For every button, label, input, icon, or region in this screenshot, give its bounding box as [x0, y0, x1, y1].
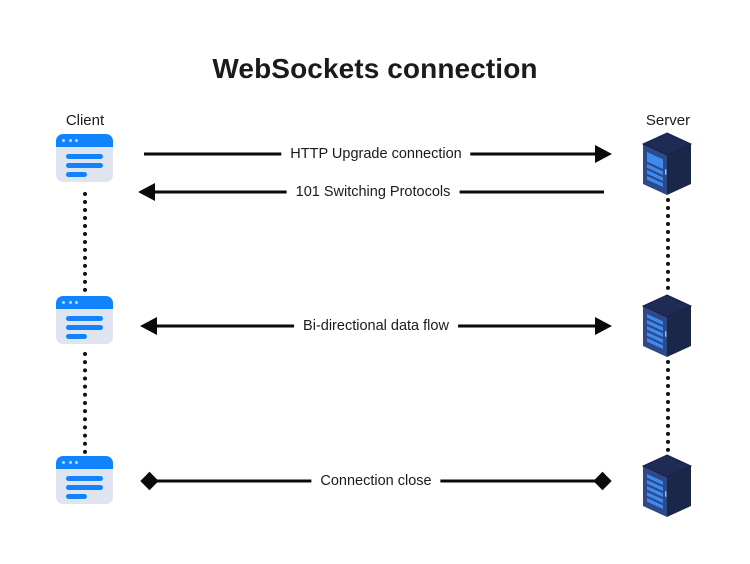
message-label-bidirectional-data: Bi-directional data flow [294, 315, 458, 337]
diagram-title: WebSockets connection [212, 53, 538, 84]
server-lifeline-segment-1 [666, 190, 674, 290]
browser-dot-icon [75, 461, 79, 465]
message-label-switching-protocols: 101 Switching Protocols [286, 181, 460, 203]
message-http-upgrade: HTTP Upgrade connection [140, 143, 612, 165]
arrow-left-icon [140, 317, 157, 335]
browser-titlebar [56, 456, 113, 469]
message-bidirectional-data: Bi-directional data flow [140, 315, 612, 337]
message-label-http-upgrade: HTTP Upgrade connection [281, 143, 471, 165]
browser-dot-icon [68, 461, 72, 465]
browser-content-line [66, 334, 87, 339]
arrow-right-icon [595, 145, 612, 163]
server-rack-icon [639, 293, 695, 359]
browser-dot-icon [62, 461, 66, 465]
message-switching-protocols: 101 Switching Protocols [138, 181, 608, 203]
browser-content-line [66, 172, 87, 177]
client-lifeline-segment-1 [83, 192, 91, 292]
arrow-left-icon [138, 183, 155, 201]
actor-label-client: Client [65, 112, 105, 129]
server-rack-icon [639, 131, 695, 197]
browser-content-line [66, 163, 103, 168]
browser-dot-icon [68, 301, 72, 305]
server-rack-icon [639, 453, 695, 519]
browser-content-line [66, 485, 103, 490]
browser-dot-icon [62, 301, 66, 305]
server-lifeline-segment-2 [666, 352, 674, 452]
browser-content-line [66, 316, 103, 321]
browser-content-line [66, 325, 103, 330]
message-label-connection-close: Connection close [311, 470, 441, 492]
actor-label-server: Server [645, 112, 691, 129]
browser-dot-icon [75, 139, 79, 143]
browser-window-icon [56, 456, 113, 504]
client-lifeline-segment-2 [83, 352, 91, 454]
arrow-right-icon [595, 317, 612, 335]
message-connection-close: Connection close [140, 470, 612, 492]
browser-dot-icon [75, 301, 79, 305]
browser-dot-icon [68, 139, 72, 143]
browser-titlebar [56, 134, 113, 147]
browser-titlebar [56, 296, 113, 309]
diamond-end-icon [593, 471, 612, 491]
browser-content-line [66, 476, 103, 481]
browser-window-icon [56, 134, 113, 182]
browser-content-line [66, 154, 103, 159]
browser-window-icon [56, 296, 113, 344]
browser-dot-icon [62, 139, 66, 143]
diamond-start-icon [140, 471, 159, 491]
browser-content-line [66, 494, 87, 499]
